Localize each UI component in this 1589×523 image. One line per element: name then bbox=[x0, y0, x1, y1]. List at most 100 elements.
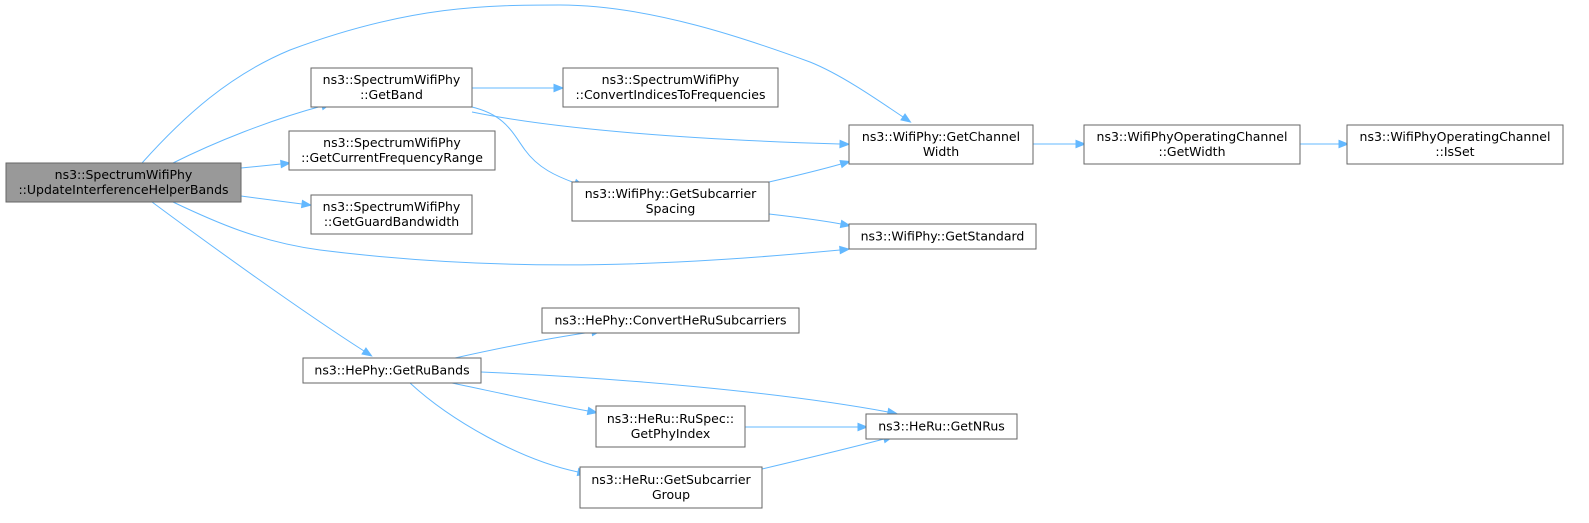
node-label-line-1: ns3::SpectrumWifiPhy bbox=[55, 167, 193, 182]
node-label-line-1: ns3::SpectrumWifiPhy bbox=[323, 72, 461, 87]
function-node-opchanisset[interactable]: ns3::WifiPhyOperatingChannel::IsSet bbox=[1346, 124, 1564, 165]
function-node-opchangetwidth[interactable]: ns3::WifiPhyOperatingChannel::GetWidth bbox=[1083, 124, 1301, 165]
node-label-line-2: Spacing bbox=[646, 201, 696, 216]
edge-getrubands-to-getsubgroup bbox=[409, 382, 589, 477]
edge-line bbox=[240, 195, 303, 205]
arrowhead-icon bbox=[839, 139, 851, 149]
function-node-convertidx[interactable]: ns3::SpectrumWifiPhy::ConvertIndicesToFr… bbox=[562, 67, 779, 108]
arrowhead-icon bbox=[300, 199, 313, 209]
edge-opchangetwidth-to-opchanisset bbox=[1300, 139, 1350, 149]
node-label-line-1: ns3::HePhy::ConvertHeRuSubcarriers bbox=[554, 313, 786, 328]
function-node-getstandard[interactable]: ns3::WifiPhy::GetStandard bbox=[848, 223, 1037, 250]
node-box[interactable] bbox=[579, 466, 763, 509]
node-label-line-2: ::GetBand bbox=[360, 87, 423, 102]
arrowhead-icon bbox=[857, 422, 869, 432]
arrowhead-icon bbox=[586, 406, 599, 416]
edge-line bbox=[172, 105, 323, 164]
node-label-line-2: ::GetGuardBandwidth bbox=[324, 214, 459, 229]
node-box[interactable] bbox=[848, 124, 1034, 165]
edge-getrubands-to-getphyindex bbox=[451, 382, 599, 416]
node-box[interactable] bbox=[562, 67, 779, 108]
node-label-line-1: ns3::HePhy::GetRuBands bbox=[314, 363, 469, 378]
edge-line bbox=[471, 106, 576, 184]
node-label-line-2: ::GetCurrentFrequencyRange bbox=[301, 150, 483, 165]
edge-getband-to-convertidx bbox=[472, 83, 565, 93]
node-box[interactable] bbox=[5, 162, 242, 203]
arrowhead-icon bbox=[553, 83, 565, 93]
call-edges bbox=[141, 4, 1350, 477]
edge-line bbox=[141, 4, 904, 164]
arrowhead-icon bbox=[839, 159, 851, 169]
node-label-line-1: ns3::HeRu::GetNRus bbox=[878, 419, 1005, 434]
arrowhead-icon bbox=[839, 245, 851, 255]
node-box[interactable] bbox=[302, 357, 482, 384]
arrowhead-icon bbox=[361, 347, 373, 357]
edge-line bbox=[451, 382, 589, 412]
edge-update-to-getstandard bbox=[172, 201, 851, 266]
function-node-getcurfreq[interactable]: ns3::SpectrumWifiPhy::GetCurrentFrequenc… bbox=[288, 130, 496, 171]
edge-update-to-getchanwidth bbox=[141, 4, 912, 164]
edge-update-to-getguard bbox=[240, 195, 313, 209]
function-node-getband[interactable]: ns3::SpectrumWifiPhy::GetBand bbox=[310, 67, 473, 108]
arrowhead-icon bbox=[1075, 139, 1087, 149]
edge-line bbox=[240, 163, 282, 169]
arrowhead-icon bbox=[839, 219, 852, 229]
edge-update-to-getcurfreq bbox=[240, 159, 292, 169]
function-node-getrubands[interactable]: ns3::HePhy::GetRuBands bbox=[302, 357, 482, 384]
function-node-getnrus[interactable]: ns3::HeRu::GetNRus bbox=[865, 413, 1018, 440]
node-label-line-2: ::UpdateInterferenceHelperBands bbox=[18, 182, 228, 197]
node-box[interactable] bbox=[310, 194, 473, 235]
edge-getsubspacing-to-getstandard bbox=[768, 213, 852, 229]
node-box[interactable] bbox=[571, 181, 770, 222]
edge-getband-to-getchanwidth bbox=[471, 111, 851, 149]
edge-getsubspacing-to-getchanwidth bbox=[768, 159, 851, 183]
edge-line bbox=[761, 438, 885, 470]
function-node-update[interactable]: ns3::SpectrumWifiPhy::UpdateInterference… bbox=[5, 162, 242, 203]
node-box[interactable] bbox=[541, 307, 800, 334]
node-label-line-1: ns3::SpectrumWifiPhy bbox=[602, 72, 740, 87]
node-label-line-2: ::ConvertIndicesToFrequencies bbox=[576, 87, 766, 102]
node-label-line-1: ns3::SpectrumWifiPhy bbox=[323, 199, 461, 214]
edge-line bbox=[480, 371, 889, 413]
node-label-line-1: ns3::HeRu::GetSubcarrier bbox=[591, 472, 751, 487]
node-label-line-2: GetPhyIndex bbox=[631, 426, 711, 441]
function-node-getguard[interactable]: ns3::SpectrumWifiPhy::GetGuardBandwidth bbox=[310, 194, 473, 235]
edge-line bbox=[454, 331, 593, 359]
node-box[interactable] bbox=[848, 223, 1037, 250]
node-label-line-1: ns3::WifiPhy::GetStandard bbox=[861, 229, 1025, 244]
edge-line bbox=[768, 213, 842, 225]
edge-line bbox=[409, 382, 579, 473]
node-box[interactable] bbox=[1346, 124, 1564, 165]
edge-getchanwidth-to-opchangetwidth bbox=[1033, 139, 1087, 149]
arrowhead-icon bbox=[280, 159, 292, 169]
node-label-line-1: ns3::SpectrumWifiPhy bbox=[323, 135, 461, 150]
function-node-convertheru[interactable]: ns3::HePhy::ConvertHeRuSubcarriers bbox=[541, 307, 800, 334]
node-label-line-1: ns3::WifiPhyOperatingChannel bbox=[1360, 129, 1551, 144]
node-box[interactable] bbox=[288, 130, 496, 171]
node-box[interactable] bbox=[865, 413, 1018, 440]
node-box[interactable] bbox=[310, 67, 473, 108]
function-nodes: ns3::SpectrumWifiPhy::UpdateInterference… bbox=[5, 67, 1564, 509]
edge-getsubgroup-to-getnrus bbox=[761, 434, 895, 470]
node-label-line-1: ns3::HeRu::RuSpec:: bbox=[607, 411, 734, 426]
node-label-line-2: ::IsSet bbox=[1435, 144, 1474, 159]
edge-update-to-getrubands bbox=[151, 201, 373, 357]
arrowhead-icon bbox=[1338, 139, 1350, 149]
edge-line bbox=[471, 111, 841, 145]
edge-line bbox=[151, 201, 365, 352]
edge-getphyindex-to-getnrus bbox=[745, 422, 869, 432]
function-node-getphyindex[interactable]: ns3::HeRu::RuSpec::GetPhyIndex bbox=[595, 405, 746, 448]
node-box[interactable] bbox=[1083, 124, 1301, 165]
node-label-line-1: ns3::WifiPhy::GetChannel bbox=[862, 129, 1020, 144]
node-label-line-2: Width bbox=[923, 144, 959, 159]
node-label-line-1: ns3::WifiPhy::GetSubcarrier bbox=[585, 186, 757, 201]
edge-line bbox=[172, 201, 841, 266]
edge-line bbox=[768, 163, 842, 183]
node-label-line-2: Group bbox=[652, 487, 690, 502]
node-label-line-2: ::GetWidth bbox=[1158, 144, 1225, 159]
node-box[interactable] bbox=[595, 405, 746, 448]
